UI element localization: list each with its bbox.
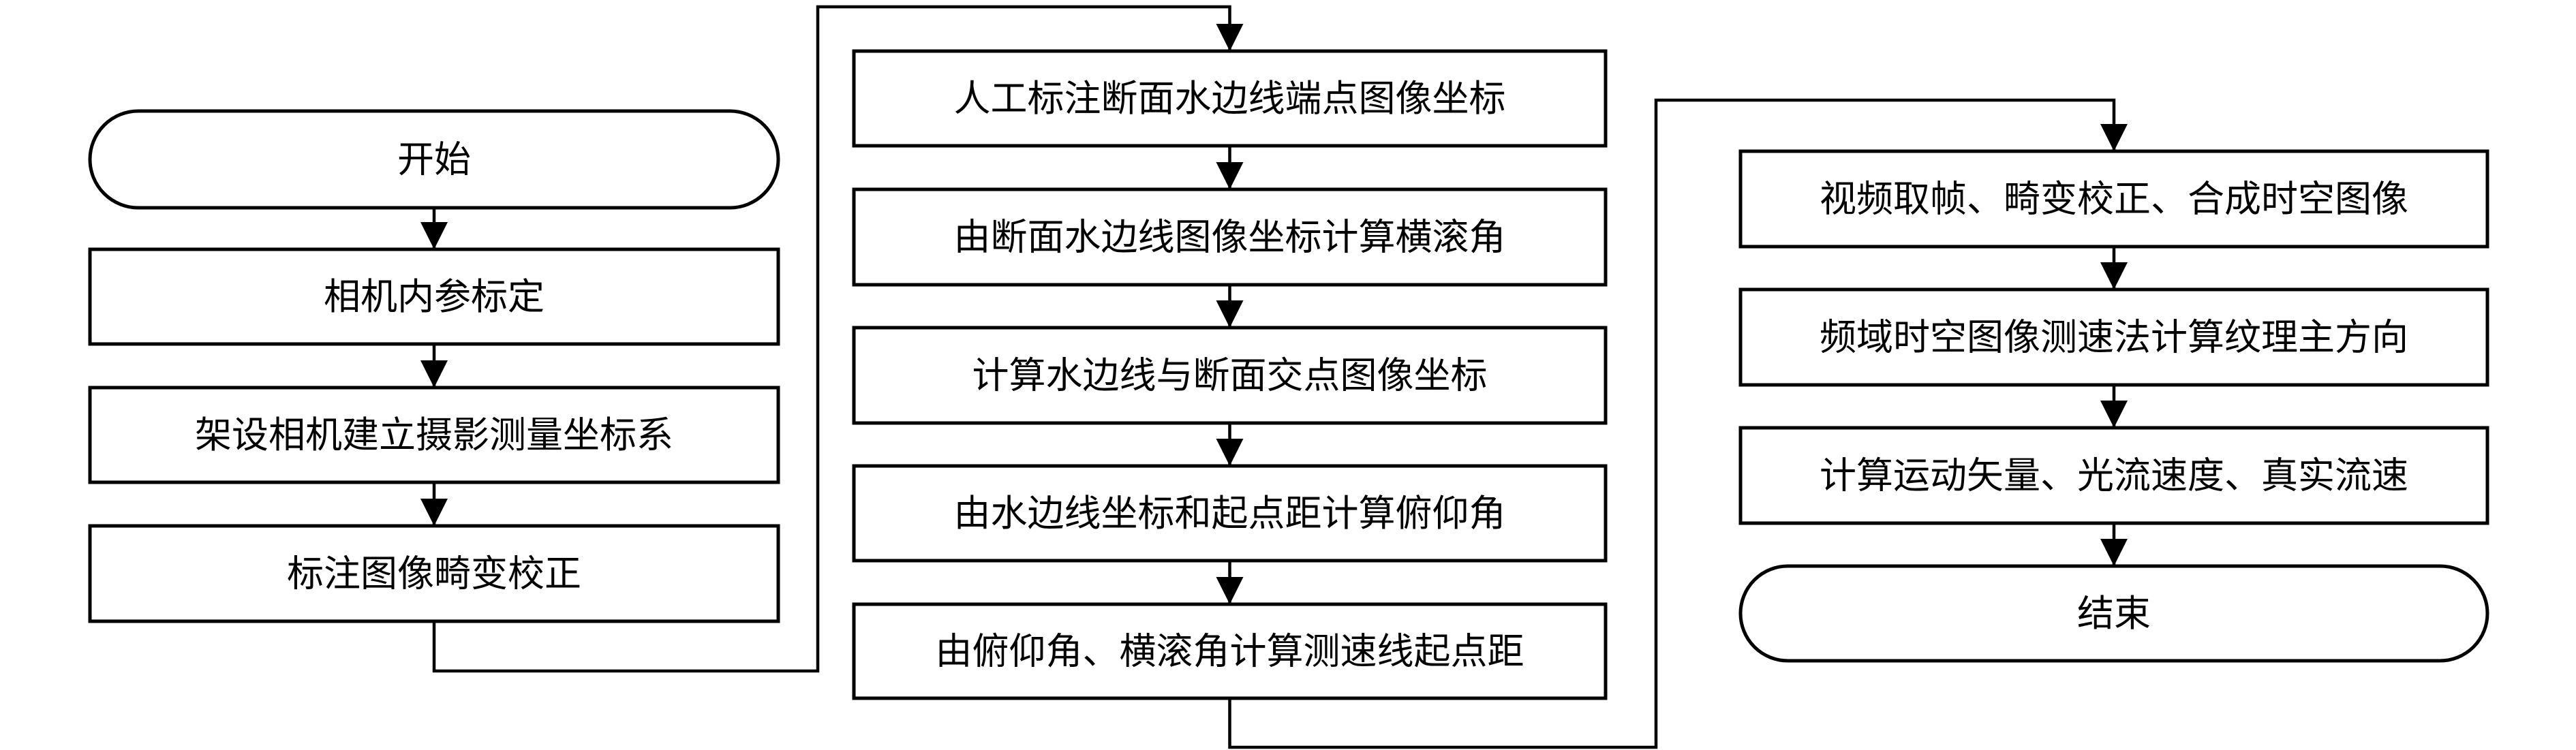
arrow-col2-to-col3-arrowhead xyxy=(2100,124,2128,151)
mark-image-distortion-correction-node: 标注图像畸变校正 xyxy=(88,524,780,623)
compute-line-start-distance-node: 由俯仰角、横滚角计算测速线起点距 xyxy=(852,602,1608,700)
compute-texture-direction-label: 频域时空图像测速法计算纹理主方向 xyxy=(1820,316,2408,359)
arrow-col1-to-col2-line xyxy=(432,5,1231,673)
mark-waterline-endpoints-label: 人工标注断面水边线端点图像坐标 xyxy=(954,77,1506,120)
mark-waterline-endpoints-node: 人工标注断面水边线端点图像坐标 xyxy=(852,49,1608,148)
mark-image-distortion-correction-box xyxy=(88,524,780,623)
connectors xyxy=(420,5,2128,749)
compute-pitch-angle-node: 由水边线坐标和起点距计算俯仰角 xyxy=(852,464,1608,563)
compute-roll-angle-label: 由断面水边线图像坐标计算横滚角 xyxy=(954,216,1506,259)
arrow-col1-to-col2-arrowhead xyxy=(1216,24,1244,51)
compute-velocity-label: 计算运动矢量、光流速度、真实流速 xyxy=(1820,454,2408,497)
compute-intersection-coords-box xyxy=(852,326,1608,425)
compute-pitch-angle-box xyxy=(852,464,1608,563)
arrow-col3-step3-arrowhead xyxy=(2100,539,2128,566)
compute-velocity-box xyxy=(1738,426,2489,525)
compute-velocity-node: 计算运动矢量、光流速度、真实流速 xyxy=(1738,426,2489,525)
compute-line-start-distance-label: 由俯仰角、横滚角计算测速线起点距 xyxy=(936,630,1524,673)
end-box xyxy=(1738,564,2489,663)
arrow-col1-step1-arrowhead xyxy=(420,222,448,249)
mark-image-distortion-correction-label: 标注图像畸变校正 xyxy=(287,552,581,595)
compute-intersection-coords-label: 计算水边线与断面交点图像坐标 xyxy=(972,354,1488,397)
camera-intrinsic-calibration-box xyxy=(88,247,780,346)
compute-roll-angle-box xyxy=(852,187,1608,287)
compute-roll-angle-node: 由断面水边线图像坐标计算横滚角 xyxy=(852,187,1608,287)
arrow-col2-step2-arrowhead xyxy=(1216,300,1244,328)
video-frame-extraction-label: 视频取帧、畸变校正、合成时空图像 xyxy=(1820,178,2408,221)
arrow-col3-step2-arrowhead xyxy=(2100,401,2128,428)
arrow-col1-step3-arrowhead xyxy=(420,499,448,526)
arrow-col2-step3-arrowhead xyxy=(1216,439,1244,466)
arrow-col2-step1-arrowhead xyxy=(1216,162,1244,189)
end-label: 结束 xyxy=(2077,592,2151,635)
arrow-col2-to-col3-line xyxy=(1228,98,2116,749)
video-frame-extraction-box xyxy=(1738,149,2489,249)
compute-intersection-coords-node: 计算水边线与断面交点图像坐标 xyxy=(852,326,1608,425)
compute-texture-direction-box xyxy=(1738,287,2489,387)
video-frame-extraction-node: 视频取帧、畸变校正、合成时空图像 xyxy=(1738,149,2489,249)
arrow-col2-step4-arrowhead xyxy=(1216,577,1244,604)
setup-camera-coordinate-system-node: 架设相机建立摄影测量坐标系 xyxy=(88,386,780,484)
compute-pitch-angle-label: 由水边线坐标和起点距计算俯仰角 xyxy=(954,492,1506,535)
start-label: 开始 xyxy=(397,138,471,181)
arrow-col1-step2-arrowhead xyxy=(420,360,448,388)
mark-waterline-endpoints-box xyxy=(852,49,1608,148)
start-node: 开始 xyxy=(88,109,780,210)
compute-texture-direction-node: 频域时空图像测速法计算纹理主方向 xyxy=(1738,287,2489,387)
camera-intrinsic-calibration-label: 相机内参标定 xyxy=(324,275,545,318)
setup-camera-coordinate-system-label: 架设相机建立摄影测量坐标系 xyxy=(195,413,673,456)
start-box xyxy=(88,109,780,210)
setup-camera-coordinate-system-box xyxy=(88,386,780,484)
end-node: 结束 xyxy=(1738,564,2489,663)
arrow-col3-step1-arrowhead xyxy=(2100,262,2128,290)
compute-line-start-distance-box xyxy=(852,602,1608,700)
camera-intrinsic-calibration-node: 相机内参标定 xyxy=(88,247,780,346)
